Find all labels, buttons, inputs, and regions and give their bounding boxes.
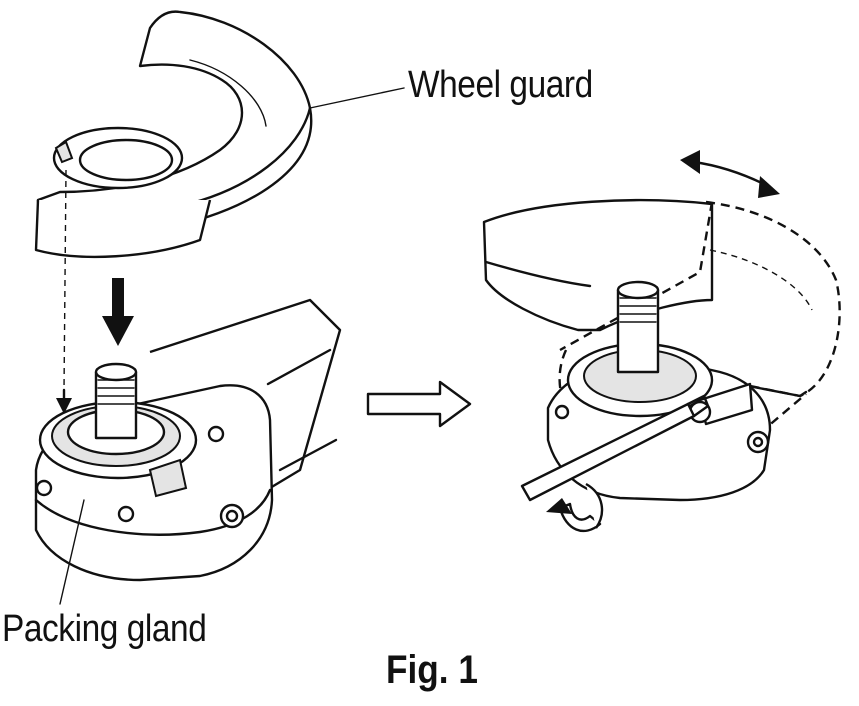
right-arrow-icon (366, 380, 472, 428)
double-headed-arrow-icon (680, 150, 780, 198)
wheel-guard-detached (34, 10, 313, 259)
down-arrow-icon (102, 278, 134, 346)
rotation-arrow-icon (546, 482, 604, 533)
figure-caption: Fig. 1 (386, 648, 478, 692)
screwdriver (520, 394, 710, 502)
alignment-arrowhead (56, 398, 72, 414)
packing-gland-label: Packing gland (2, 608, 207, 650)
alignment-guide-line (63, 169, 67, 391)
wheel-guard-label: Wheel guard (408, 64, 593, 106)
gear-head-left (34, 298, 342, 582)
packing-gland-leader (59, 499, 85, 605)
wheel-guard-leader (309, 87, 405, 109)
